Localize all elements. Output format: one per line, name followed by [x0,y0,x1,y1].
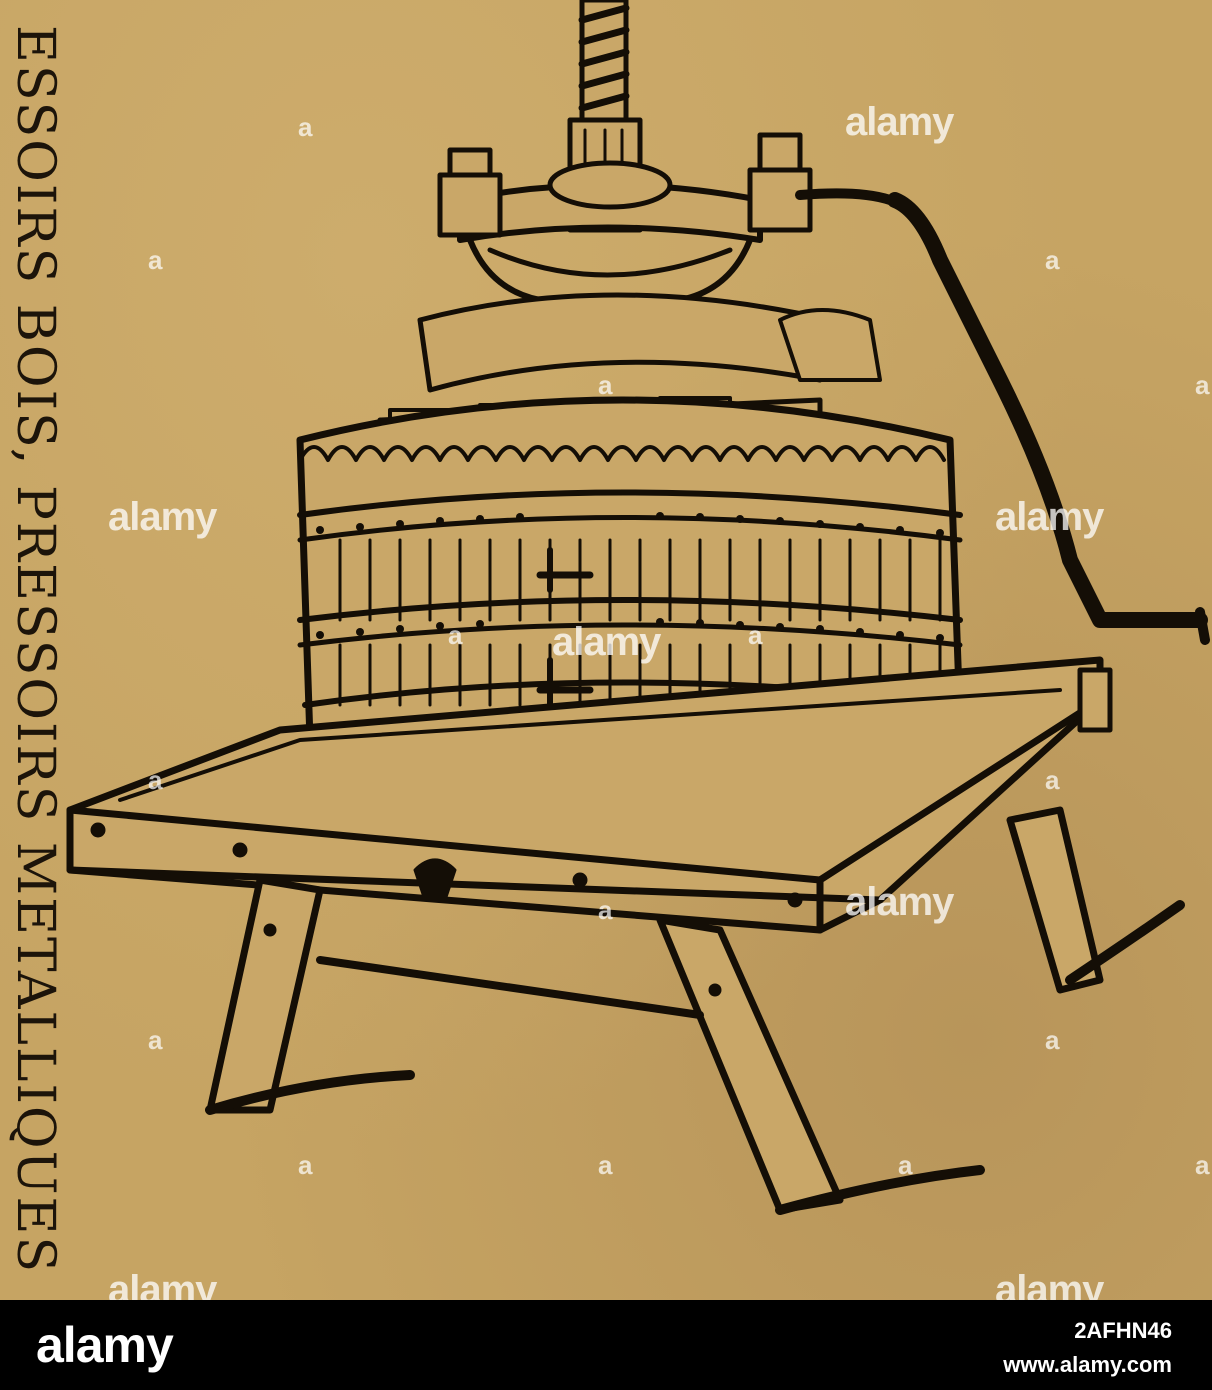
watermark: alamy [845,100,954,144]
watermark: alamy [108,1268,217,1300]
crank-handle [795,188,1210,645]
watermark-letter: a [598,895,613,925]
watermark-letter: a [1195,370,1210,400]
site-url: www.alamy.com [1003,1352,1172,1377]
press-tray [66,656,1113,934]
watermark-letter: a [448,620,463,650]
alamy-logo: alamy [36,1317,174,1373]
vertical-caption: ESSOIRS BOIS, PRESSOIRS METALLIQUES [5,0,65,1300]
watermark-letter: a [1045,1025,1060,1055]
watermark: alamy [845,880,954,924]
scanned-advert: ESSOIRS BOIS, PRESSOIRS METALLIQUES [0,0,1212,1300]
watermark-letter: a [148,1025,163,1055]
press-yoke [437,132,813,303]
watermark-letter: a [298,1150,313,1180]
image-id: 2AFHN46 [1074,1318,1172,1343]
watermark-letter: a [598,370,613,400]
footer-bar: alamy 2AFHN46 www.alamy.com [0,1300,1212,1390]
wine-press-engraving [66,0,1210,1215]
watermark: alamy [552,620,661,664]
watermark-letter: a [1045,765,1060,795]
watermark-letter: a [748,620,763,650]
caption-text: ESSOIRS BOIS, PRESSOIRS METALLIQUES [5,25,65,1275]
press-legs [205,806,1185,1215]
watermark: alamy [995,1268,1104,1300]
watermark-letter: a [1045,245,1060,275]
watermark-letter: a [298,112,313,142]
watermark-letter: a [598,1150,613,1180]
press-barrel [296,396,964,813]
watermark-letter: a [898,1150,913,1180]
watermark-letter: a [1195,1150,1210,1180]
image-credit: 2AFHN46 www.alamy.com [1003,1314,1172,1382]
watermark: alamy [995,495,1104,539]
watermark-letter: a [148,765,163,795]
watermark-letter: a [148,245,163,275]
watermark: alamy [108,495,217,539]
